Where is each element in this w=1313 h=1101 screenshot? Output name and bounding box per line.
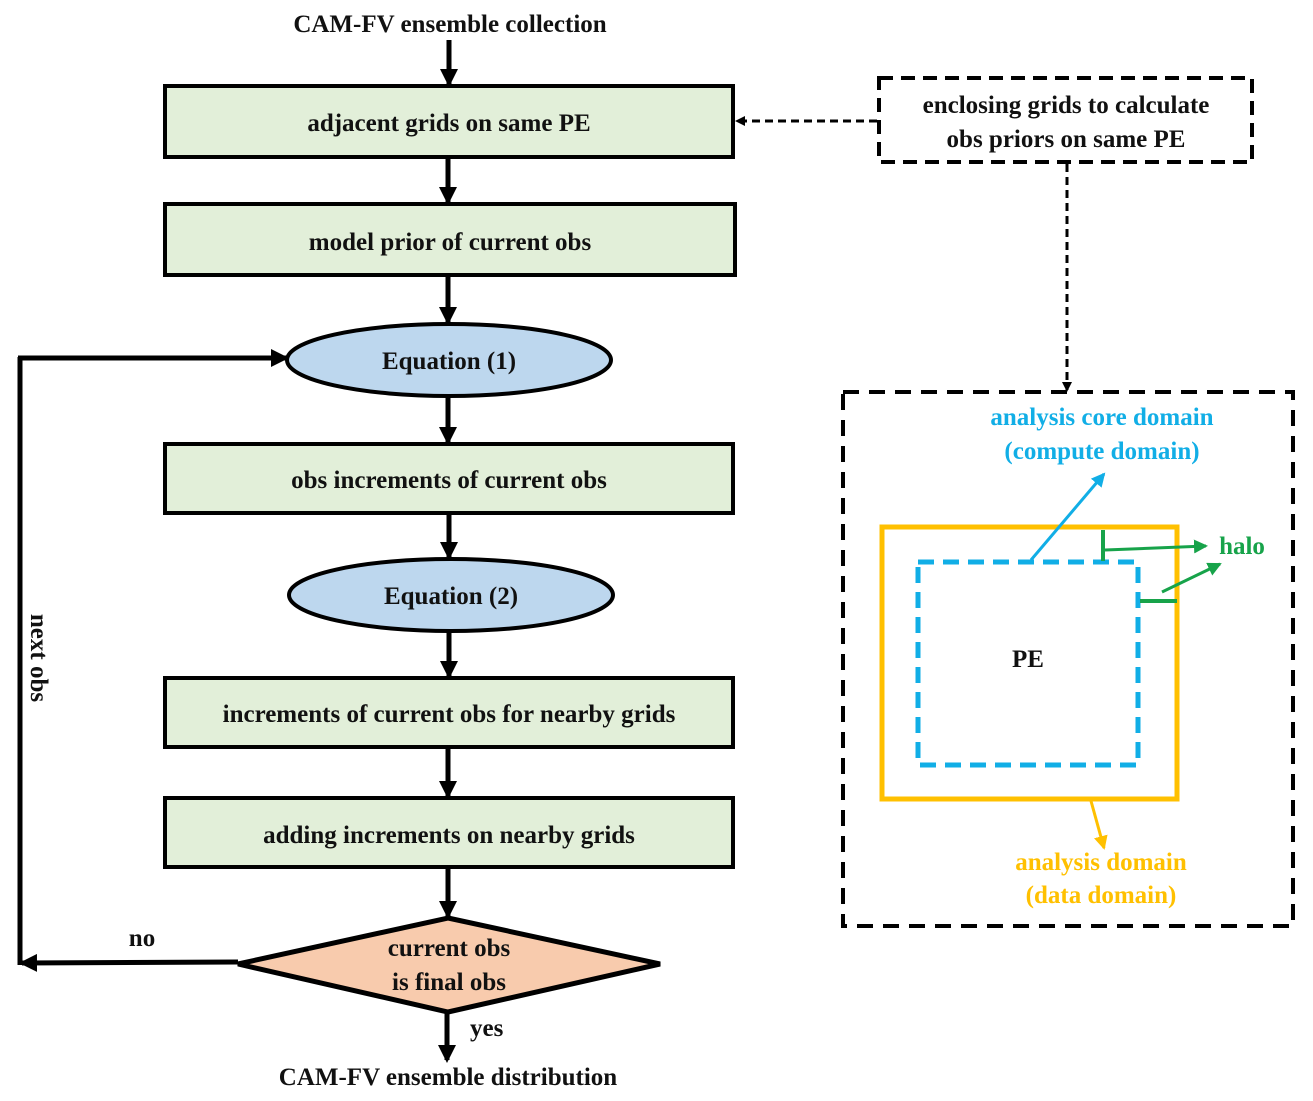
process-box [163,676,735,749]
step-equation-1: Equation (1) [285,322,613,398]
step-adding-increments: adding increments on nearby grids [163,796,735,869]
process-box [163,202,737,277]
process-box [163,796,735,869]
arrow-halo-top [1104,539,1208,554]
note-line1: enclosing grids to calculate [923,92,1210,119]
analysis-domain-box [879,524,1180,802]
step-label: increments of current obs for nearby gri… [223,701,676,728]
decision-final-obs: current obs is final obs [237,915,661,1015]
step-equation-2: Equation (2) [287,557,615,633]
decision-line2: is final obs [392,969,506,996]
halo-label: halo [1219,533,1265,560]
no-label: no [129,925,155,952]
process-box [163,442,735,515]
step-label: adding increments on nearby grids [263,822,635,849]
yes-label: yes [470,1015,504,1042]
step-label: adjacent grids on same PE [307,110,590,137]
core-domain-label-line2: (compute domain) [1004,438,1199,465]
analysis-domain-label-line1: analysis domain [1015,849,1187,876]
step-model-prior: model prior of current obs [163,202,737,277]
step-adjacent-grids: adjacent grids on same PE [163,84,735,159]
decision-line1: current obs [388,935,511,962]
decision-diamond [237,915,661,1015]
step-label: Equation (2) [384,583,518,610]
flow-arrows [438,40,458,1063]
step-label: Equation (1) [382,348,516,375]
note-enclosing-grids: enclosing grids to calculate obs priors … [877,76,1254,164]
end-label: CAM-FV ensemble distribution [279,1064,618,1091]
step-label: obs increments of current obs [291,467,607,494]
start-label: CAM-FV ensemble collection [293,11,606,38]
note-line2: obs priors on same PE [947,126,1186,153]
halo-markers [1101,530,1177,603]
loop-no-path [17,349,289,972]
process-box [163,84,735,159]
equation-ellipse [287,557,615,633]
next-obs-label: next obs [25,614,52,702]
step-label: model prior of current obs [309,229,592,256]
step-obs-increments: obs increments of current obs [163,442,735,515]
note-dashed-box [877,76,1254,164]
arrow-halo-right [1161,562,1222,594]
domain-container [841,390,1295,928]
analysis-domain-label-line2: (data domain) [1026,882,1177,909]
arrow-analysis-domain [1089,800,1108,850]
core-domain-box [915,559,1141,768]
arrow-core-domain [1029,472,1106,561]
pe-label: PE [1012,646,1044,673]
arrow-no-left [19,953,239,972]
step-nearby-increments: increments of current obs for nearby gri… [163,676,735,749]
core-domain-label-line1: analysis core domain [990,404,1213,431]
